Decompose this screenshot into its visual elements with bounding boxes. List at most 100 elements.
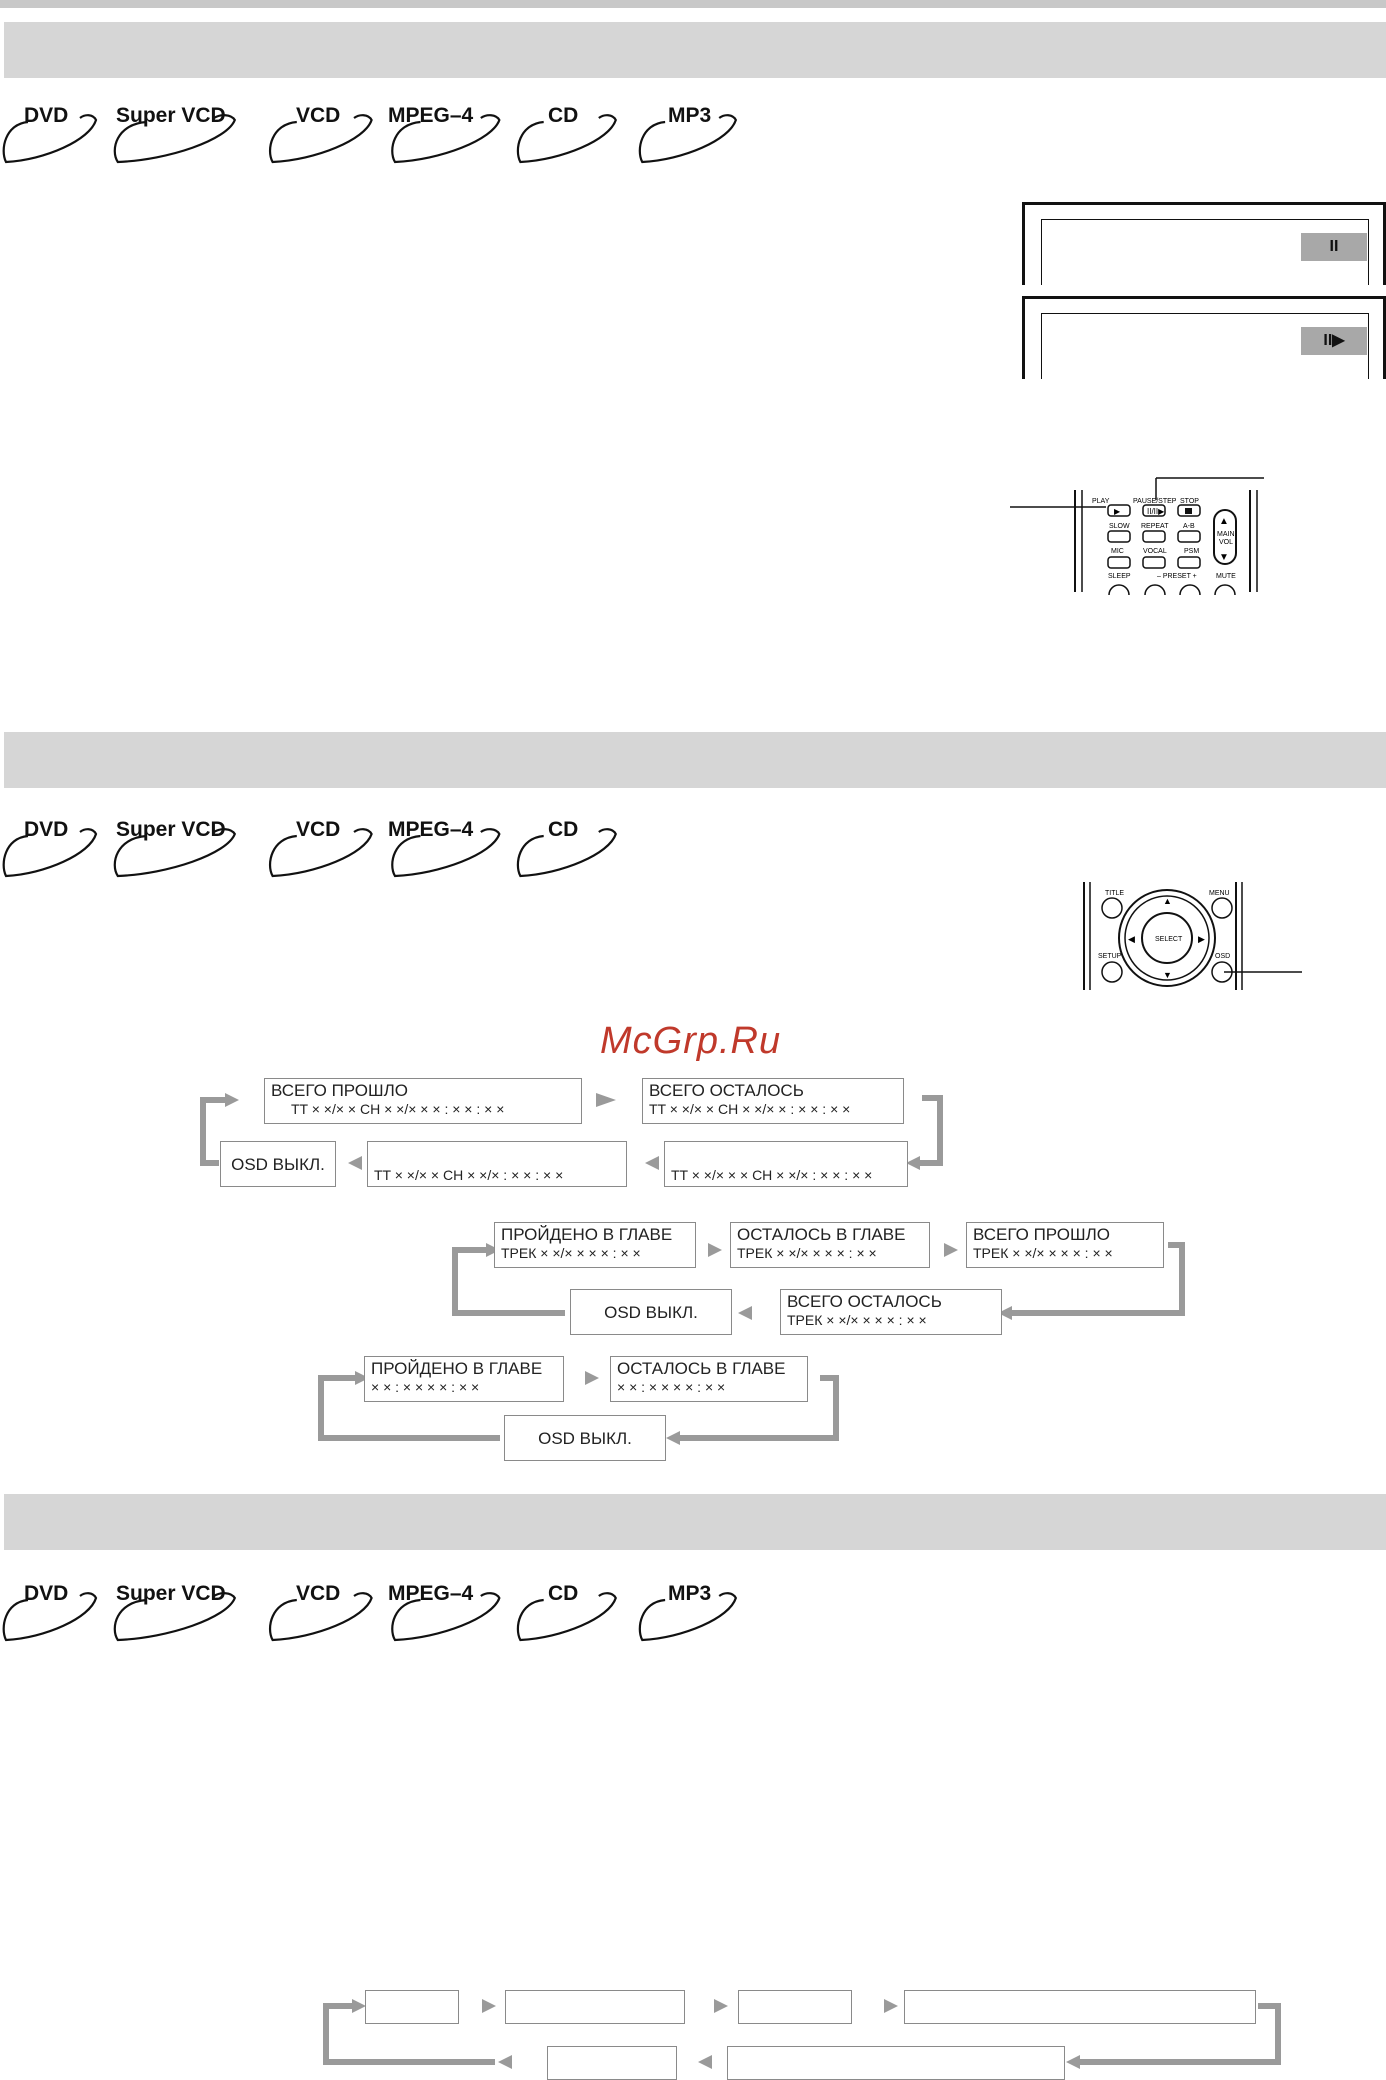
cd-osd-off-box: OSD ВЫКЛ. <box>504 1415 666 1461</box>
format-badge-cd: CD <box>514 818 620 888</box>
section-header-bar-2 <box>4 732 1386 788</box>
menu-button[interactable] <box>1211 897 1233 919</box>
pause-step-button[interactable] <box>1142 504 1166 517</box>
badge-swoosh-icon <box>638 1592 738 1642</box>
format-badges-row-2: DVD Super VCD VCD MPEG–4 CD <box>0 818 800 888</box>
remote-main-vol-label: MAIN <box>1217 531 1235 538</box>
format-badge-label: Super VCD <box>116 1582 226 1605</box>
remote-illustration-playback: PLAY PAUSE/STEP STOP ▶ II/II▶ SLOW REPEA… <box>1010 477 1264 595</box>
cd-track-remaining-value: × × : × × × × : × × <box>617 1379 726 1395</box>
remote-mute-label: MUTE <box>1216 573 1236 580</box>
badge-swoosh-icon <box>113 1592 237 1642</box>
dvd-osd-off-box: OSD ВЫКЛ. <box>220 1141 336 1187</box>
cd-track-elapsed-value: × × : × × × × : × × <box>371 1379 480 1395</box>
watermark: McGrp.Ru <box>600 1020 782 1062</box>
flow-empty-box-1 <box>365 1990 459 2024</box>
remote-illustration-navigation: TITLE MENU SELECT ▲ ▼ ◀ ▶ SETUP OSD <box>1083 882 1302 990</box>
badge-swoosh-icon <box>113 828 237 878</box>
dvd-chapter-elapsed-value: TT × ×/× × CH × ×/× : × × : × × <box>374 1167 564 1183</box>
badge-swoosh-icon <box>2 828 98 878</box>
format-badge-label: MPEG–4 <box>388 104 474 127</box>
format-badge-dvd: DVD <box>0 104 100 174</box>
format-badge-mpeg-4: MPEG–4 <box>388 1582 504 1652</box>
vcd-track-elapsed-value: ТРЕК × ×/× × × × : × × <box>501 1245 641 1261</box>
format-badge-label: VCD <box>296 818 341 841</box>
dvd-total-remaining-box: ВСЕГО ОСТАЛОСЬ TT × ×/× × CH × ×/× × : ×… <box>642 1078 904 1124</box>
svg-text:▲: ▲ <box>1219 516 1229 527</box>
format-badge-super-vcd: Super VCD <box>110 1582 240 1652</box>
main-vol-rocker[interactable] <box>1213 509 1237 565</box>
remote-stop-label: STOP <box>1180 498 1199 505</box>
vcd-track-remaining-title: ОСТАЛОСЬ В ГЛАВЕ <box>737 1225 906 1244</box>
format-badge-dvd: DVD <box>0 1582 100 1652</box>
remote-sleep-label: SLEEP <box>1108 573 1131 580</box>
format-badge-label: MPEG–4 <box>388 818 474 841</box>
badge-swoosh-icon <box>268 114 373 164</box>
flow-empty-box-2 <box>505 1990 685 2024</box>
svg-text:VOL: VOL <box>1219 539 1233 546</box>
vcd-total-elapsed-box: ВСЕГО ПРОШЛО ТРЕК × ×/× × × × : × × <box>966 1222 1164 1268</box>
remote-preset-label: – PRESET + <box>1157 573 1197 580</box>
flow-empty-box-3 <box>738 1990 852 2024</box>
dvd-total-remaining-title: ВСЕГО ОСТАЛОСЬ <box>649 1081 804 1100</box>
dvd-chapter-remaining-box: TT × ×/× × × CH × ×/× : × × : × × <box>664 1141 908 1187</box>
play-button[interactable] <box>1107 504 1131 517</box>
title-button[interactable] <box>1101 897 1123 919</box>
badge-swoosh-icon <box>638 114 738 164</box>
remote-repeat-label: REPEAT <box>1141 523 1169 530</box>
remote-slow-label: SLOW <box>1109 523 1130 530</box>
format-badge-label: CD <box>548 104 579 127</box>
vcd-total-remaining-box: ВСЕГО ОСТАЛОСЬ ТРЕК × ×/× × × × : × × <box>780 1289 1002 1335</box>
format-badge-label: MPEG–4 <box>388 1582 474 1605</box>
top-rule <box>0 0 1386 8</box>
format-badge-label: DVD <box>24 104 69 127</box>
mic-button[interactable] <box>1107 556 1131 569</box>
nav-down-icon[interactable]: ▼ <box>1163 970 1172 980</box>
svg-text:▶: ▶ <box>1114 507 1121 516</box>
format-badge-super-vcd: Super VCD <box>110 818 240 888</box>
format-badge-vcd: VCD <box>266 104 376 174</box>
slow-button[interactable] <box>1107 530 1131 543</box>
badge-swoosh-icon <box>516 828 617 878</box>
format-badge-dvd: DVD <box>0 818 100 888</box>
nav-up-icon[interactable]: ▲ <box>1163 896 1172 906</box>
badge-swoosh-icon <box>2 114 98 164</box>
remote-select-label: SELECT <box>1155 936 1183 943</box>
tv-screen-pause: II <box>1022 202 1386 285</box>
badge-swoosh-icon <box>268 828 373 878</box>
pause-indicator: II <box>1301 233 1367 261</box>
arrow-glyphs <box>225 1093 1080 2069</box>
format-badge-label: VCD <box>296 104 341 127</box>
remote-menu-label: MENU <box>1209 890 1230 897</box>
format-badge-label: CD <box>548 818 579 841</box>
format-badge-mpeg-4: MPEG–4 <box>388 104 504 174</box>
badge-swoosh-icon <box>113 114 237 164</box>
repeat-button[interactable] <box>1142 530 1166 543</box>
format-badge-vcd: VCD <box>266 818 376 888</box>
vcd-total-elapsed-title: ВСЕГО ПРОШЛО <box>973 1225 1110 1244</box>
svg-text:▼: ▼ <box>1219 552 1229 563</box>
remote-osd-label: OSD <box>1215 953 1230 960</box>
section-header-bar-3 <box>4 1494 1386 1550</box>
nav-right-icon[interactable]: ▶ <box>1198 934 1205 944</box>
ab-button[interactable] <box>1177 530 1201 543</box>
format-badge-label: DVD <box>24 1582 69 1605</box>
format-badge-vcd: VCD <box>266 1582 376 1652</box>
nav-left-icon[interactable]: ◀ <box>1128 934 1135 944</box>
section-header-bar-1 <box>4 22 1386 78</box>
remote-title-label: TITLE <box>1105 890 1124 897</box>
format-badge-label: Super VCD <box>116 818 226 841</box>
cd-track-remaining-box: ОСТАЛОСЬ В ГЛАВЕ × × : × × × × : × × <box>610 1356 808 1402</box>
vocal-button[interactable] <box>1142 556 1166 569</box>
select-button[interactable] <box>1141 912 1193 964</box>
setup-button[interactable] <box>1101 961 1123 983</box>
badge-swoosh-icon <box>516 114 617 164</box>
psm-button[interactable] <box>1177 556 1201 569</box>
format-badge-label: VCD <box>296 1582 341 1605</box>
cd-track-elapsed-box: ПРОЙДЕНО В ГЛАВЕ × × : × × × × : × × <box>364 1356 564 1402</box>
format-badge-label: Super VCD <box>116 104 226 127</box>
badge-swoosh-icon <box>2 1592 98 1642</box>
vcd-total-remaining-value: ТРЕК × ×/× × × × : × × <box>787 1312 927 1328</box>
vcd-osd-off-box: OSD ВЫКЛ. <box>570 1289 732 1335</box>
